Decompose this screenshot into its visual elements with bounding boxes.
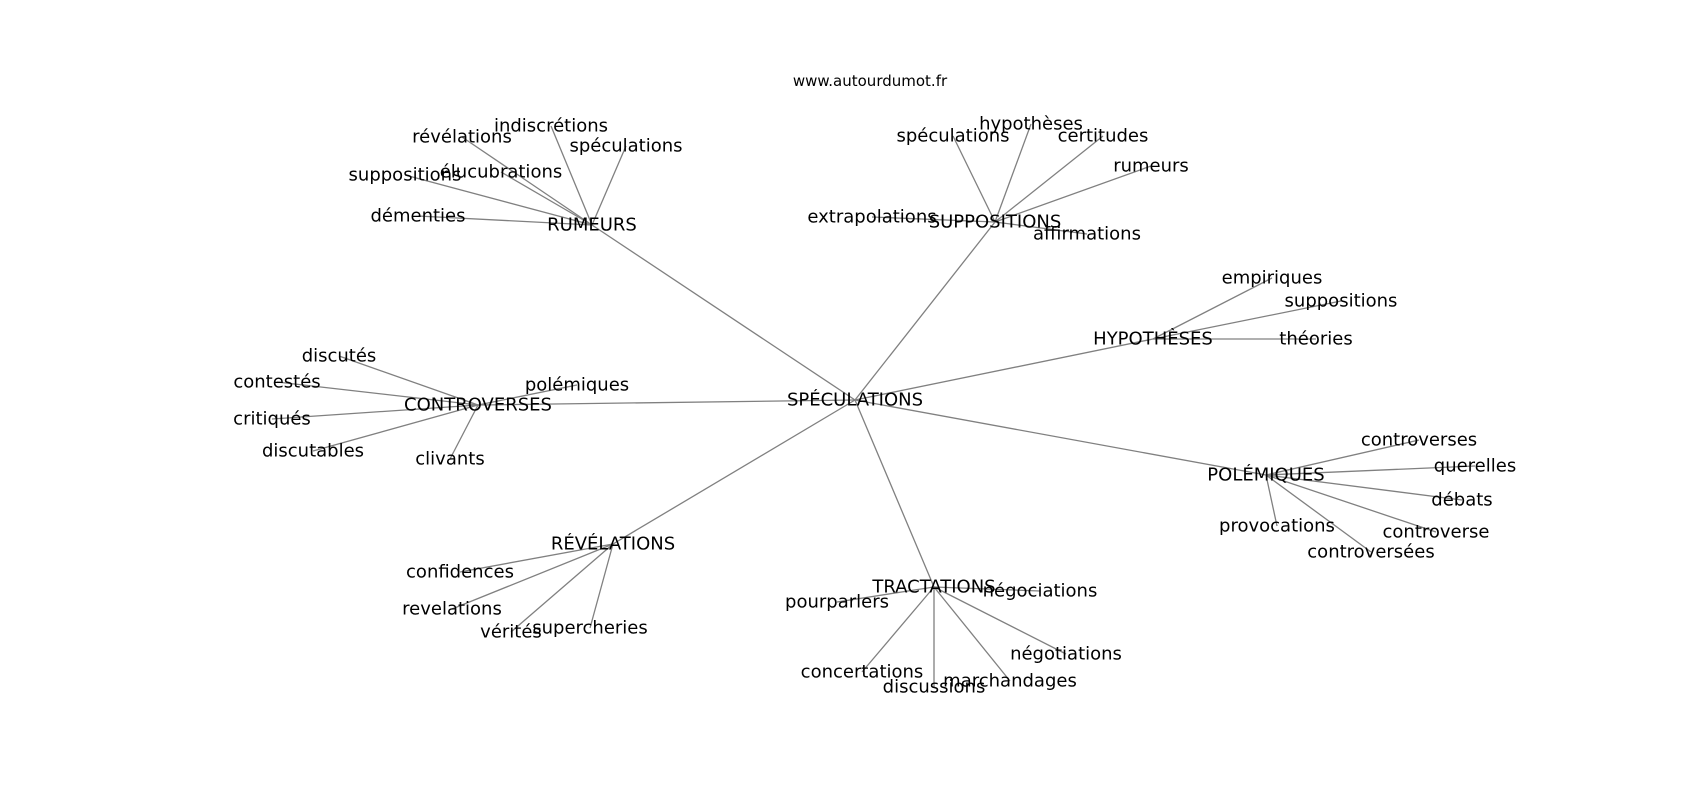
edge-center-tractations [854, 399, 935, 588]
edge-polemiques-controverses [1265, 439, 1420, 476]
edge-tractations-concertations [861, 586, 935, 673]
leaf-rumeurs-revelations: révélations [412, 127, 512, 148]
leaf-suppositions-affirmations: affirmations [1033, 224, 1141, 245]
leaf-tractations-concertations: concertations [801, 662, 924, 683]
edge-rumeurs-suppositions [404, 174, 593, 226]
edge-center-rumeurs [591, 224, 856, 401]
edge-polemiques-debats [1265, 474, 1463, 501]
leaf-suppositions-certitudes: certitudes [1058, 126, 1149, 147]
edge-center-hypotheses [854, 338, 1154, 401]
hub-rumeurs: RUMEURS [547, 215, 637, 236]
leaf-polemiques-controverses: controverses [1361, 430, 1477, 451]
edge-rumeurs-dementies [417, 215, 593, 226]
hub-hypotheses: HYPOTHÈSES [1093, 328, 1213, 350]
edge-center-controverses [477, 399, 856, 406]
leaf-revelations-supercheries: supercheries [532, 618, 648, 639]
leaf-controverses-discutables: discutables [262, 441, 364, 462]
leaf-controverses-clivants: clivants [415, 449, 484, 470]
edge-rumeurs-speculations [591, 145, 627, 226]
leaf-suppositions-speculations: spéculations [896, 126, 1009, 147]
leaf-tractations-marchandages: marchandages [943, 671, 1077, 692]
leaf-tractations-negotiations: négotiations [1010, 644, 1122, 665]
edge-rumeurs-elucubrations [500, 171, 593, 226]
edge-suppositions-extrapolations [871, 216, 996, 223]
leaf-tractations-negociations: négociations [983, 581, 1098, 602]
edge-controverses-polemiques [477, 384, 578, 406]
leaf-rumeurs-elucubrations: élucubrations [440, 162, 563, 183]
edge-polemiques-controverse [1265, 474, 1437, 533]
edge-hypotheses-empiriques [1152, 277, 1273, 340]
edge-polemiques-querelles [1265, 465, 1476, 476]
edge-suppositions-hypotheses [994, 123, 1032, 223]
edge-rumeurs-indiscretions [550, 125, 593, 226]
hub-polemiques: POLÉMIQUES [1207, 464, 1324, 486]
leaf-tractations-pourparlers: pourparlers [785, 592, 889, 613]
leaf-controverses-discutes: discutés [302, 346, 377, 367]
leaf-revelations-confidences: confidences [406, 562, 514, 583]
leaf-hypotheses-theories: théories [1279, 329, 1352, 350]
leaf-hypotheses-empiriques: empiriques [1222, 268, 1323, 289]
leaf-rumeurs-speculations: spéculations [569, 136, 682, 157]
leaf-revelations-revelations: revelations [402, 599, 502, 620]
edge-suppositions-certitudes [994, 135, 1104, 223]
edge-tractations-negociations [933, 586, 1041, 592]
leaf-polemiques-provocations: provocations [1219, 516, 1335, 537]
edge-suppositions-rumeurs [994, 165, 1152, 223]
leaf-polemiques-querelles: querelles [1434, 456, 1516, 477]
edge-revelations-confidences [459, 543, 614, 573]
edge-center-revelations [612, 399, 856, 545]
edge-polemiques-provocations [1265, 474, 1278, 527]
edge-center-polemiques [854, 399, 1267, 476]
leaf-suppositions-extrapolations: extrapolations [807, 207, 936, 228]
hub-controverses: CONTROVERSES [404, 395, 552, 416]
leaf-polemiques-controversees: controversées [1307, 542, 1434, 563]
hub-tractations: TRACTATIONS [871, 577, 995, 598]
edge-center-suppositions [854, 221, 996, 401]
edge-controverses-critiques [271, 404, 479, 420]
leaf-hypotheses-suppositions: suppositions [1285, 291, 1398, 312]
leaf-suppositions-rumeurs: rumeurs [1113, 156, 1189, 177]
hub-revelations: RÉVÉLATIONS [551, 533, 675, 555]
leaf-suppositions-hypotheses: hypothèses [979, 114, 1083, 135]
edge-revelations-supercheries [589, 543, 614, 629]
edge-controverses-discutes [338, 355, 479, 406]
edge-rumeurs-revelations [461, 136, 593, 226]
edge-controverses-clivants [449, 404, 479, 460]
edges-layer [271, 123, 1476, 687]
edge-polemiques-controversees [1265, 474, 1372, 553]
leaf-rumeurs-suppositions: suppositions [349, 165, 462, 186]
leaf-controverses-critiques: critiqués [233, 409, 311, 430]
edge-revelations-revelations [451, 543, 614, 610]
leaf-rumeurs-indiscretions: indiscrétions [494, 116, 608, 137]
leaf-controverses-contestes: contestés [233, 372, 320, 393]
edge-hypotheses-suppositions [1152, 300, 1342, 340]
leaf-rumeurs-dementies: démenties [370, 206, 465, 227]
source-watermark: www.autourdumot.fr [792, 72, 948, 90]
edge-revelations-verites [510, 543, 614, 633]
center-node: SPÉCULATIONS [787, 389, 923, 411]
hub-suppositions: SUPPOSITIONS [929, 212, 1062, 233]
leaf-controverses-polemiques: polémiques [525, 375, 629, 396]
edge-tractations-negotiations [933, 586, 1067, 655]
leaf-tractations-discussions: discussions [883, 677, 986, 698]
edge-tractations-pourparlers [836, 586, 935, 603]
edge-controverses-contestes [276, 381, 479, 406]
leaf-revelations-verites: vérités [480, 622, 542, 643]
edge-controverses-discutables [312, 404, 479, 452]
edge-suppositions-speculations [952, 135, 996, 223]
leaf-polemiques-debats: débats [1431, 490, 1492, 511]
leaf-polemiques-controverse: controverse [1383, 522, 1490, 543]
edge-suppositions-affirmations [994, 221, 1088, 235]
edge-tractations-marchandages [933, 586, 1011, 682]
